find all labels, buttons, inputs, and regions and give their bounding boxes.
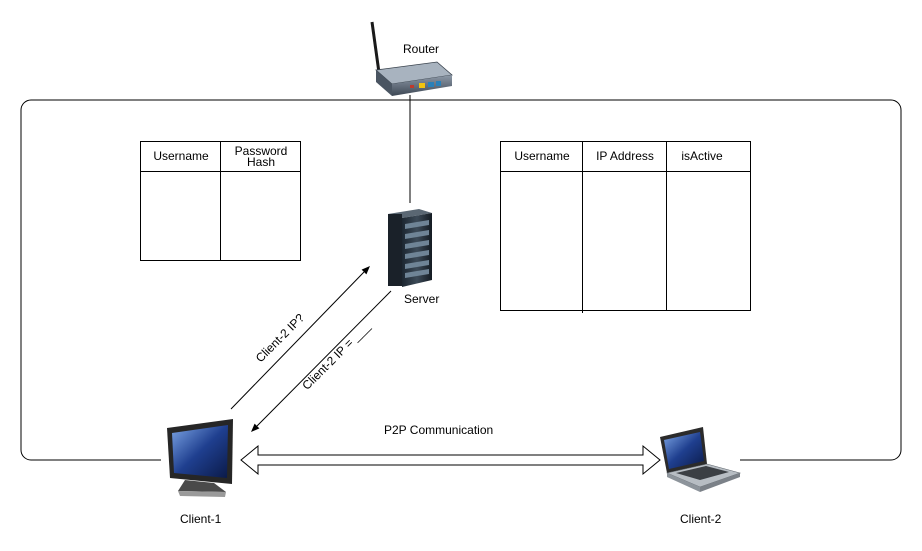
server-icon: [388, 209, 432, 287]
p2p-label: P2P Communication: [384, 423, 494, 437]
router-icon: [370, 21, 453, 96]
credentials-header-password-hash: Password Hash: [234, 143, 288, 169]
directory-table-divider-2: [666, 142, 667, 310]
reply-arrow: [256, 290, 392, 427]
directory-header-isactive: isActive: [681, 149, 723, 163]
server-label: Server: [404, 292, 440, 306]
reply-arrowhead: [251, 423, 260, 432]
credentials-table: Username Password Hash: [140, 141, 301, 261]
p2p-double-arrow: [240, 444, 661, 476]
client-2-label: Client-2: [680, 512, 722, 526]
directory-table-header: [501, 142, 750, 172]
directory-table-divider-1: [582, 142, 583, 313]
router-label: Router: [403, 42, 440, 56]
directory-header-username: Username: [514, 149, 570, 163]
laptop-icon: [660, 427, 742, 492]
credentials-header-username: Username: [153, 149, 209, 163]
directory-header-ip-address: IP Address: [596, 149, 654, 163]
credentials-table-divider: [220, 142, 221, 260]
query-arrowhead: [361, 266, 370, 275]
monitor-icon: [167, 419, 233, 497]
client-1-label: Client-1: [180, 512, 222, 526]
query-arrow: [230, 271, 365, 410]
directory-table: Username IP Address isActive: [500, 141, 751, 313]
